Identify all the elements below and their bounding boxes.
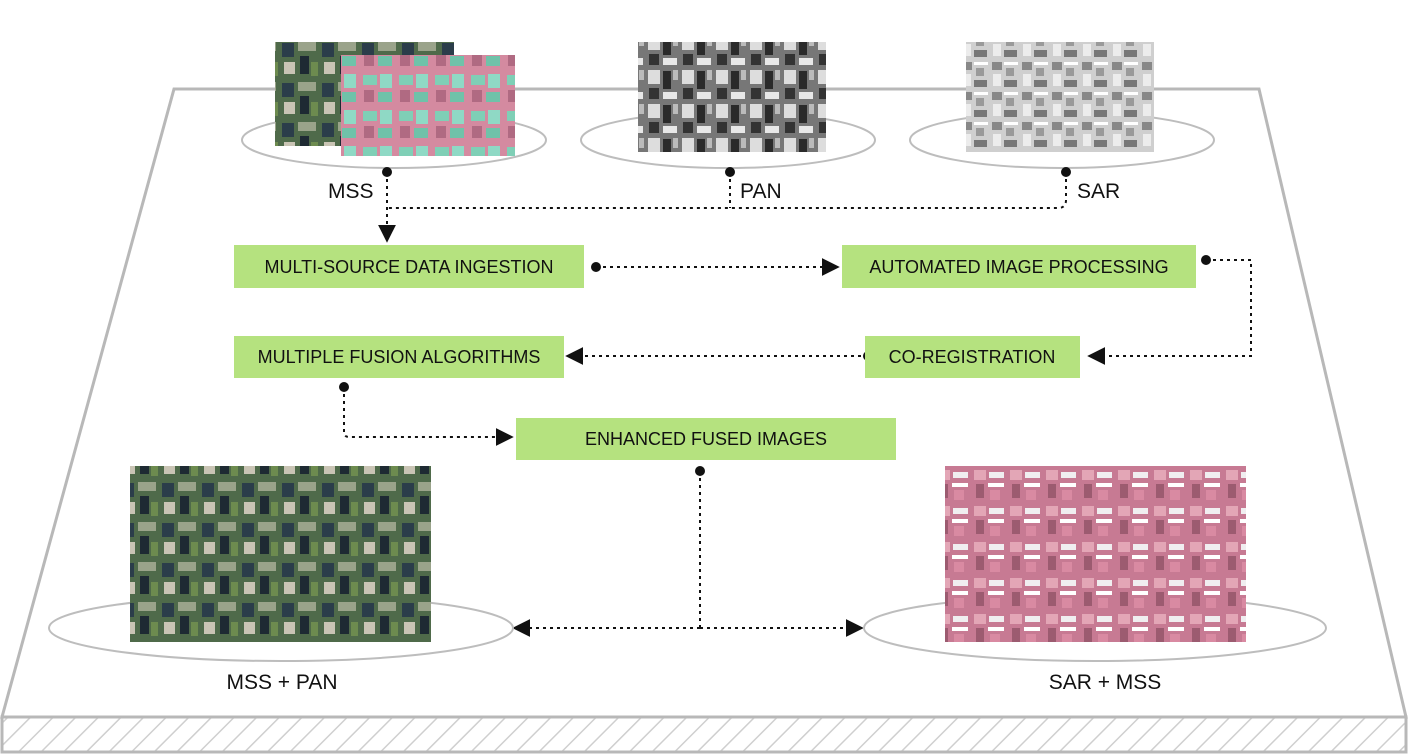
sar-dot [1061,167,1071,177]
sar-image [966,42,1154,152]
sar-label: SAR [1077,180,1120,203]
fusion-box: MULTIPLE FUSION ALGORITHMS [234,336,564,378]
ingestion-dot [591,262,601,272]
fusion-label: MULTIPLE FUSION ALGORITHMS [258,347,541,367]
mss-label: MSS [328,180,374,203]
pan-image [638,42,826,152]
processing-label: AUTOMATED IMAGE PROCESSING [869,257,1168,277]
sar-mss-label: SAR + MSS [1049,671,1162,694]
coregistration-box: CO-REGISTRATION [865,336,1080,378]
coregistration-label: CO-REGISTRATION [889,347,1056,367]
processing-box: AUTOMATED IMAGE PROCESSING [842,245,1196,288]
enhanced-box: ENHANCED FUSED IMAGES [516,418,896,460]
processing-to-coregistration-connector [1087,259,1252,365]
platform-base-hatch [0,715,1408,754]
mss-image-stack [275,42,515,156]
pan-dot [725,167,735,177]
ingestion-box: MULTI-SOURCE DATA INGESTION [234,245,584,288]
ingestion-label: MULTI-SOURCE DATA INGESTION [264,257,553,277]
mss-pan-fused-image [130,466,431,642]
pan-label: PAN [740,180,782,203]
fusion-dot [339,382,349,392]
sar-mss-fused-image [945,466,1246,642]
sar-connector [387,172,1067,209]
mss-pan-label: MSS + PAN [226,671,337,694]
enhanced-dot [695,466,705,476]
processing-dot [1201,255,1211,265]
mss-false-color-image [341,55,515,156]
enhanced-label: ENHANCED FUSED IMAGES [585,429,827,449]
mss-dot [382,167,392,177]
